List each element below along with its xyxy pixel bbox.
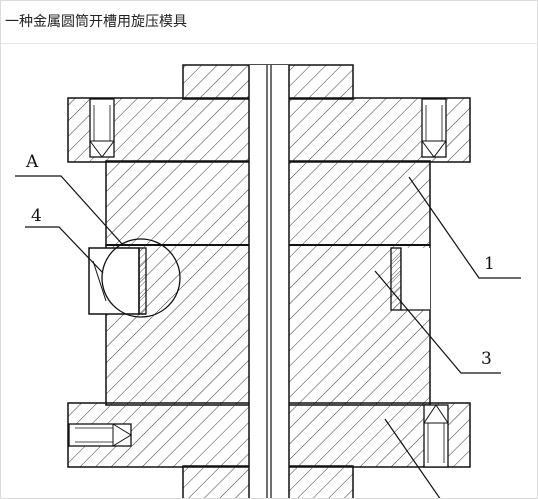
title-bar: 一种金属圆筒开槽用旋压模具 [1,1,537,44]
left-groove-workpiece [88,247,147,315]
bolt-upper-left [89,98,115,158]
detail-circle-a [101,238,181,318]
bolt-lower-left [68,423,132,447]
label-a: A [25,152,39,172]
leader-line-4 [25,226,104,274]
label-part-1: 1 [484,254,495,274]
leader-line-3 [374,270,501,374]
right-groove [390,247,430,311]
leader-line-a [15,175,124,246]
technical-drawing: A 4 1 3 [15,64,521,498]
bolt-upper-right [421,98,447,158]
central-bore [249,65,289,498]
bolt-lower-right [423,404,449,468]
label-part-4: 4 [31,206,42,226]
leader-line-1 [408,176,521,279]
leader-line-bottom [384,418,441,498]
label-part-3: 3 [481,349,492,369]
page-title: 一种金属圆筒开槽用旋压模具 [5,14,187,30]
